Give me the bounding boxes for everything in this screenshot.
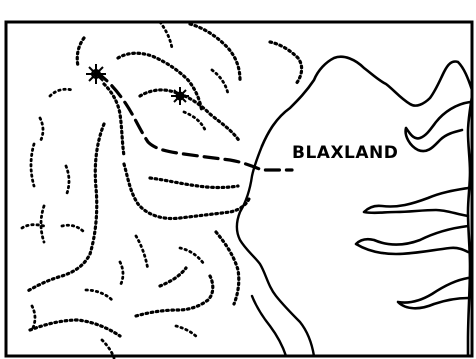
river-tributary [250, 294, 288, 358]
inlet-south [354, 224, 470, 256]
peak-marker-east [171, 87, 189, 105]
town-label-blaxland: BLAXLAND [292, 143, 398, 163]
coastline-east [466, 94, 474, 358]
map-border [4, 20, 474, 358]
mountain-hachures [20, 20, 304, 359]
coastline [260, 55, 474, 148]
explorer-route [94, 70, 294, 172]
peak-marker-west [86, 64, 106, 84]
inlet-north [404, 100, 472, 153]
river-main [235, 144, 316, 358]
inlet-middle [362, 186, 470, 218]
peak-markers [86, 64, 189, 105]
inlet-far-south [396, 276, 470, 310]
